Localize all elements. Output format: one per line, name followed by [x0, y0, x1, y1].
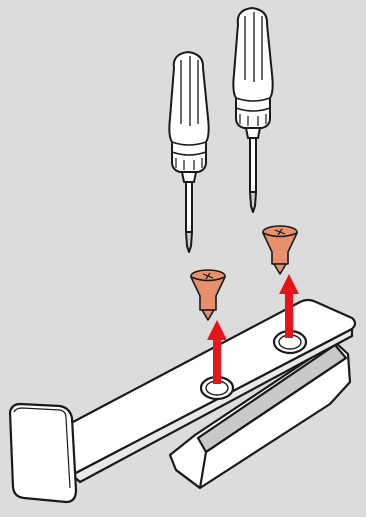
screwdriver-right-shaft	[250, 138, 256, 192]
screw-right	[263, 226, 297, 274]
mounting-bracket	[10, 300, 355, 502]
screwdriver-left-tip	[186, 232, 192, 252]
screw-left	[191, 270, 225, 320]
screwdriver-left	[169, 52, 208, 252]
screwdriver-left-handle	[169, 52, 208, 172]
screwdriver-right-handle	[233, 8, 272, 128]
screwdriver-right-tip	[250, 192, 256, 212]
screwdriver-right	[233, 8, 272, 212]
screwdriver-left-shaft	[186, 182, 192, 232]
